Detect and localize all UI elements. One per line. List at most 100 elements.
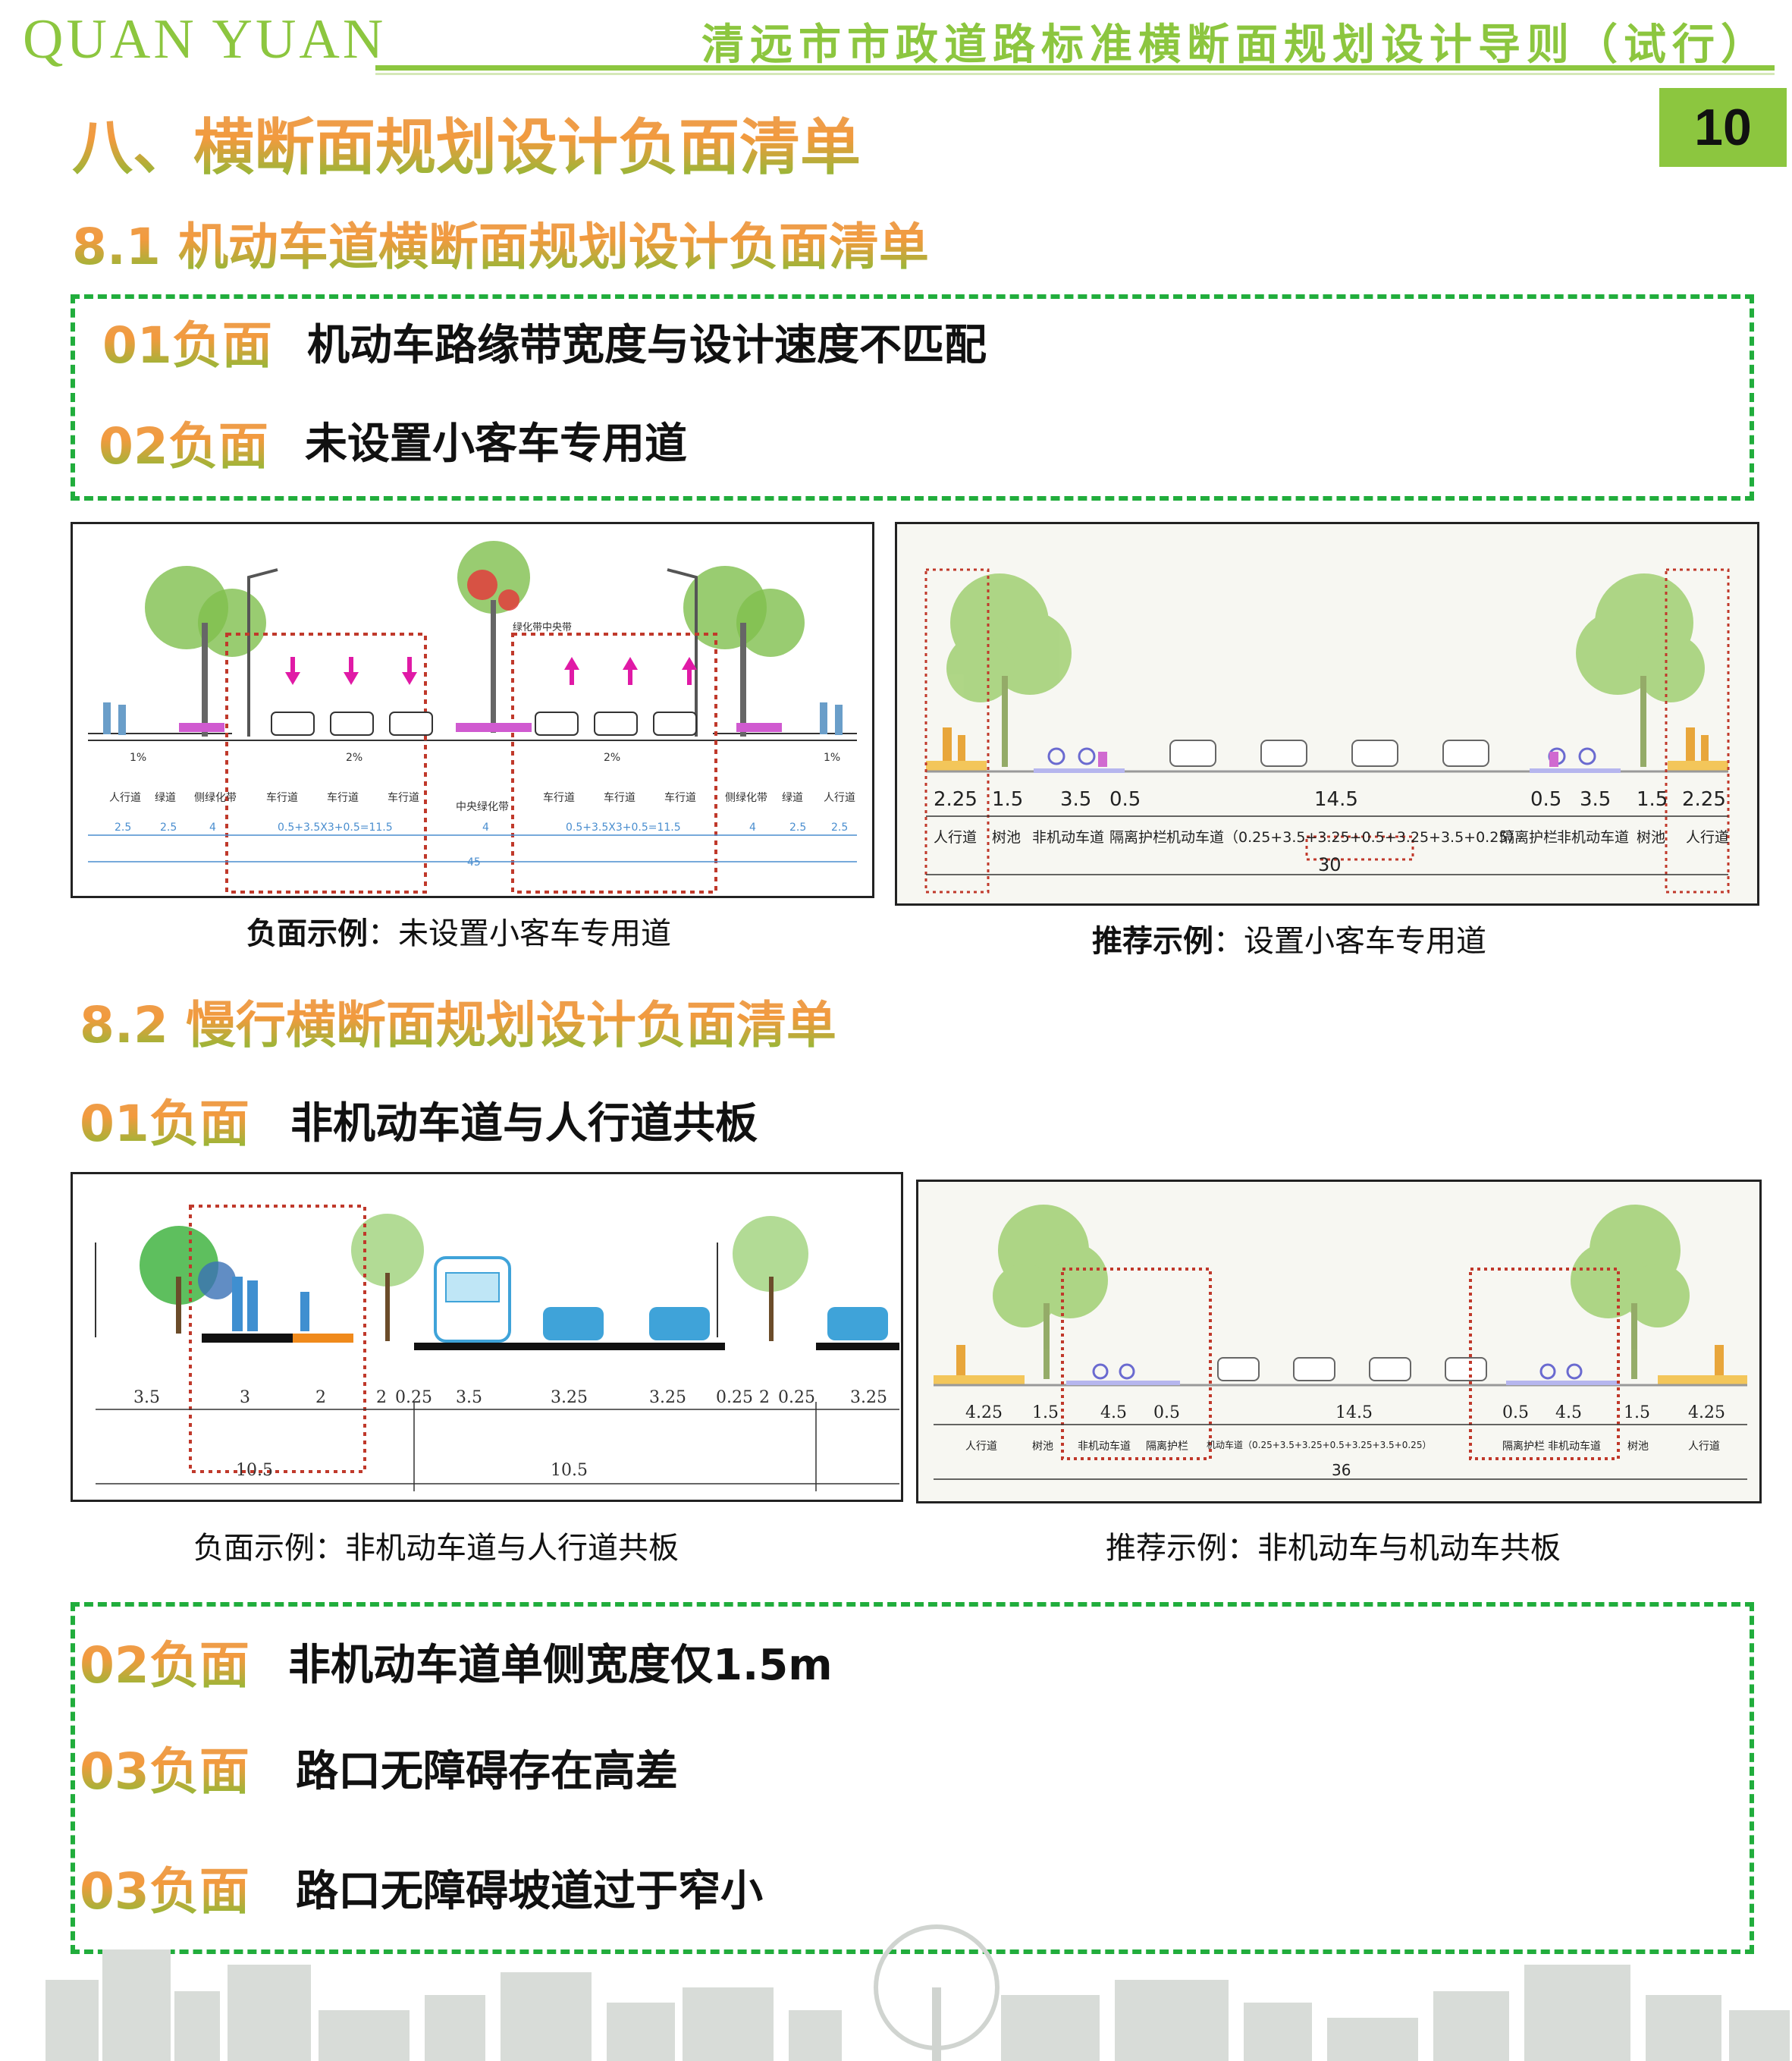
dimension-value: 4 bbox=[482, 822, 489, 834]
cross-section-drawing bbox=[95, 1205, 899, 1491]
negative-tag: 01负面 bbox=[80, 1083, 249, 1156]
lane-label: 非机动车道 bbox=[1548, 1441, 1601, 1453]
pedestrian-icon bbox=[232, 1277, 309, 1331]
lane-label: 车行道 bbox=[604, 792, 636, 804]
bike-lane-strip bbox=[1034, 768, 1125, 773]
dimension-value: 4.5 bbox=[1555, 1403, 1582, 1422]
dimension-value: 4.25 bbox=[965, 1403, 1003, 1422]
dimension-value: 2.5 bbox=[115, 822, 132, 834]
dimension-value: 4 bbox=[749, 822, 756, 834]
total-width: 10.5 bbox=[551, 1461, 588, 1480]
dimension-value: 1.5 bbox=[1624, 1403, 1650, 1422]
highlight-box bbox=[511, 633, 717, 894]
dimension-value: 3.5 bbox=[133, 1388, 160, 1407]
dimension-value: 0.5 bbox=[1502, 1403, 1529, 1422]
negative-item-text: 机动车路缘带宽度与设计速度不匹配 bbox=[307, 321, 987, 370]
road-surface bbox=[816, 1343, 899, 1350]
car-icon bbox=[271, 712, 697, 736]
dimension-value: 2.5 bbox=[789, 822, 807, 834]
tree-icon bbox=[1576, 573, 1705, 767]
negative-tag: 02负面 bbox=[99, 406, 268, 479]
dimension-value: 3.25 bbox=[551, 1388, 588, 1407]
caption-text: ：设置小客车专用道 bbox=[1213, 924, 1486, 959]
negative-example-cross-section-8-2: 3.5 3 2 2 0.25 3.5 3.25 3.25 0.25 2 0.25… bbox=[71, 1172, 903, 1502]
subsection-8-2-title: 8.2 慢行横断面规划设计负面清单 bbox=[80, 985, 836, 1057]
slope-label: 2% bbox=[346, 752, 363, 764]
car-icon bbox=[543, 1307, 888, 1340]
lane-label: 车行道 bbox=[543, 792, 575, 804]
document-title: 清远市市政道路标准横断面规划设计导则（试行） bbox=[701, 20, 1769, 70]
median-note: 绿化带中央带 bbox=[513, 622, 573, 633]
street-lamp-icon bbox=[247, 568, 278, 737]
dimension-value: 4.5 bbox=[1100, 1403, 1127, 1422]
lane-label: 人行道 bbox=[109, 792, 141, 804]
recommended-example-caption: 推荐示例：设置小客车专用道 bbox=[1092, 916, 1486, 960]
lane-label: 中央绿化带 bbox=[456, 801, 509, 813]
dimension-value: 2 bbox=[759, 1388, 770, 1407]
lane-label: 隔离护栏 bbox=[1146, 1441, 1188, 1453]
tree-icon bbox=[946, 573, 1072, 767]
dimension-value: 14.5 bbox=[1335, 1403, 1373, 1422]
recommended-example-cross-section-8-1: 2.25 1.5 3.5 0.5 14.5 0.5 3.5 1.5 2.25 人… bbox=[895, 522, 1759, 906]
car-icon bbox=[1217, 1357, 1487, 1381]
slope-label: 2% bbox=[604, 752, 621, 764]
cross-section-drawing bbox=[934, 1205, 1747, 1480]
car-icon bbox=[1169, 740, 1489, 767]
negative-example-caption: 负面示例：未设置小客车专用道 bbox=[246, 909, 671, 953]
caption-text: ：未设置小客车专用道 bbox=[368, 916, 671, 951]
lane-label: 人行道 bbox=[965, 1441, 997, 1453]
negative-tag: 03负面 bbox=[80, 1731, 249, 1804]
negative-list-box-8-1 bbox=[71, 294, 1754, 501]
dimension-value: 3.5 bbox=[456, 1388, 482, 1407]
pedestrian-icon bbox=[103, 702, 843, 735]
negative-example-cross-section-8-1: 人行道 绿道 侧绿化带 车行道 车行道 车行道 中央绿化带 车行道 车行道 车行… bbox=[71, 522, 874, 898]
dimension-value: 2 bbox=[376, 1388, 387, 1407]
lane-label: 侧绿化带 bbox=[725, 792, 767, 804]
dimension-value: 3.5 bbox=[1580, 788, 1612, 811]
road-surface bbox=[414, 1343, 725, 1350]
bike-lane-strip bbox=[1530, 768, 1621, 773]
lane-label: 车行道 bbox=[327, 792, 359, 804]
negative-item-text: 非机动车道与人行道共板 bbox=[290, 1099, 758, 1148]
tree-icon bbox=[993, 1205, 1108, 1379]
brand-logo-text: QUAN YUAN bbox=[23, 8, 387, 71]
lane-label: 车行道 bbox=[664, 792, 696, 804]
dimension-value: 3 bbox=[240, 1388, 250, 1407]
dimension-value: 0.25 bbox=[395, 1388, 432, 1407]
sidewalk-strip bbox=[934, 1375, 1025, 1386]
lane-label: 车行道 bbox=[388, 792, 419, 804]
negative-list-box-8-2 bbox=[71, 1602, 1754, 1954]
lane-label: 树池 bbox=[1627, 1441, 1649, 1453]
lane-label: 非机动车道 bbox=[1557, 829, 1630, 846]
page-number-badge: 10 bbox=[1659, 88, 1787, 167]
highlight-box bbox=[1665, 568, 1730, 894]
highlight-box bbox=[1061, 1268, 1212, 1460]
lane-label: 人行道 bbox=[1686, 829, 1730, 846]
lane-label-row: 人行道 绿道 侧绿化带 车行道 车行道 车行道 中央绿化带 车行道 车行道 车行… bbox=[73, 790, 872, 813]
median-tree-icon bbox=[457, 541, 530, 733]
dimension-value: 0.5+3.5X3+0.5=11.5 bbox=[566, 822, 681, 834]
dimension-value: 0.5 bbox=[1153, 1403, 1180, 1422]
recommended-example-cross-section-8-2: 4.25 1.5 4.5 0.5 14.5 0.5 4.5 1.5 4.25 人… bbox=[916, 1180, 1762, 1503]
total-width: 36 bbox=[1332, 1461, 1351, 1479]
negative-item-text: 未设置小客车专用道 bbox=[305, 419, 687, 469]
header-rule-shadow bbox=[375, 73, 1775, 75]
lane-label: 隔离护栏 bbox=[1500, 829, 1558, 846]
cyclist-icon bbox=[1047, 747, 1596, 765]
recommended-example-caption: 推荐示例：非机动车与机动车共板 bbox=[1106, 1531, 1561, 1566]
dimension-value: 14.5 bbox=[1314, 788, 1358, 811]
lane-label: 隔离护栏 bbox=[1109, 829, 1168, 846]
dimension-value: 3.25 bbox=[649, 1388, 686, 1407]
tree-icon bbox=[140, 1226, 236, 1334]
arrow-up-icon bbox=[564, 657, 697, 685]
dimension-value: 0.25 bbox=[778, 1388, 815, 1407]
caption-bold: 负面示例 bbox=[246, 916, 368, 951]
dimension-value: 2.25 bbox=[1682, 788, 1726, 811]
dimension-value: 0.25 bbox=[716, 1388, 753, 1407]
lane-label: 绿道 bbox=[782, 792, 803, 804]
negative-item-text: 路口无障碍存在高差 bbox=[296, 1747, 678, 1796]
page-number: 10 bbox=[1694, 99, 1752, 156]
lane-label: 绿道 bbox=[155, 792, 176, 804]
lane-label: 机动车道（0.25+3.5+3.25+0.5+3.25+3.5+0.25） bbox=[1166, 829, 1523, 846]
bike-lane-strip bbox=[1506, 1381, 1620, 1385]
